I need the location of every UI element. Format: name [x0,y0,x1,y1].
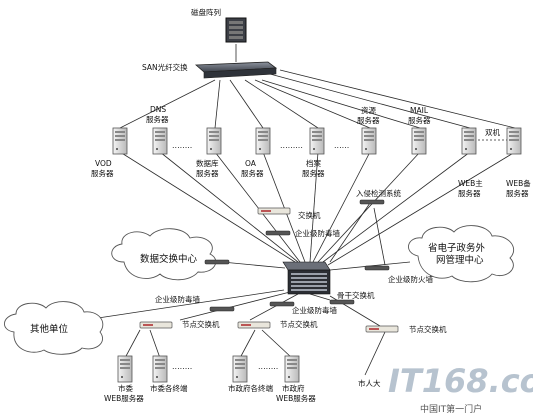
resource-server-label: 资源服务器 [357,105,380,125]
node-switch-2-label: 节点交换机 [280,319,318,329]
mail-server-icon [411,127,427,155]
svg-text:.........: ......... [280,141,303,150]
backbone-switch-label: 骨干交换机 [337,290,375,300]
firewall-left-icon [204,259,230,265]
provincial-egov-label: 省电子政务外网管理中心 [428,242,486,266]
other-units-cloud [4,301,104,355]
connection-lines [97,44,516,376]
database-server-icon [206,127,222,155]
firewall-lower-mid-icon [269,301,295,307]
watermark-logo: IT168.com [388,362,533,400]
disk-array-label: 磁盘阵列 [191,7,221,17]
ids-label: 入侵检测系统 [356,188,401,198]
svg-text:........: ........ [172,141,192,150]
govt-terminal-label: 市政府各终端 [228,383,273,393]
npc-label: 市人大 [358,378,381,388]
ellipsis-dots: ........ ......... ...... ........ .....… [172,141,349,371]
node-switch-2-icon [237,321,271,329]
san-switch-label: SAN光纤交换 [142,62,188,72]
provincial-egov-cloud [408,225,515,283]
node-switch-3-icon [365,325,399,333]
switch-icon [257,207,291,215]
svg-text:........: ........ [258,362,278,371]
node-switch-3-label: 节点交换机 [409,324,447,334]
govt-terminal-icon [232,355,248,383]
core-switch-icon [282,261,331,295]
enterprise-firewall-3-label: 企业级防毒墙 [155,294,200,304]
resource-server-icon [361,127,377,155]
watermark-tagline: 中国IT第一门户 [420,403,482,415]
dns-server-icon [152,127,168,155]
node-switch-1-icon [139,321,173,329]
enterprise-firewall-label: 企业级防毒墙 [295,228,340,238]
archive-server-label: 档案服务器 [302,158,325,178]
svg-text:........: ........ [172,362,192,371]
web-main-server-label: WEB主服务器 [458,178,483,198]
firewall-lower-left-icon [209,306,235,312]
enterprise-firewall-2-label: 企业级防火墙 [388,274,433,284]
oa-server-icon [255,127,271,155]
archive-server-icon [309,127,325,155]
firewall-right-icon [364,265,390,271]
san-switch-icon [194,61,278,79]
switch-label: 交换机 [298,210,321,220]
database-server-label: 数据库服务器 [196,158,219,178]
web-backup-server-icon [506,127,522,155]
backbone-switch-icon [329,299,355,305]
dual-machine-label: 双机 [485,127,500,137]
govt-web-server-icon [284,355,300,383]
municipal-terminal-icon [152,355,168,383]
web-backup-server-label: WEB备服务器 [506,178,531,198]
disk-array-icon [225,17,247,43]
web-main-server-icon [461,127,477,155]
data-exchange-center-label: 数据交换中心 [140,253,198,265]
svg-text:......: ...... [334,141,349,150]
municipal-web-server-icon [117,355,133,383]
vod-server-icon [112,127,128,155]
ids-icon [359,199,385,205]
data-exchange-center-cloud [111,228,217,281]
enterprise-firewall-4-label: 企业级防毒墙 [292,305,337,315]
node-switch-1-label: 节点交换机 [182,319,220,329]
other-units-label: 其他单位 [30,323,69,335]
municipal-terminal-label: 市委各终端 [150,383,188,393]
enterprise-firewall-icon [265,230,291,236]
